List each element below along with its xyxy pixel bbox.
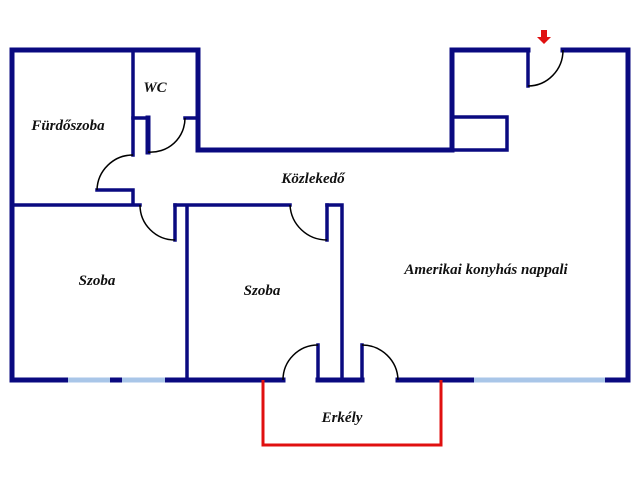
room-label-wc: WC	[143, 80, 167, 96]
entrance-arrow-icon	[537, 30, 551, 44]
balcony-outline	[261, 380, 443, 447]
room-label-bedroom-middle: Szoba	[244, 283, 281, 299]
room-label-balcony: Erkély	[321, 410, 363, 426]
room-label-living: Amerikai konyhás nappali	[403, 262, 568, 278]
room-label-corridor: Közlekedő	[280, 171, 346, 187]
room-label-bathroom: Fürdőszoba	[30, 118, 105, 134]
room-label-bedroom-left: Szoba	[79, 273, 116, 289]
walls	[9, 47, 631, 383]
doors	[96, 48, 564, 382]
door-bathroom	[96, 154, 134, 191]
